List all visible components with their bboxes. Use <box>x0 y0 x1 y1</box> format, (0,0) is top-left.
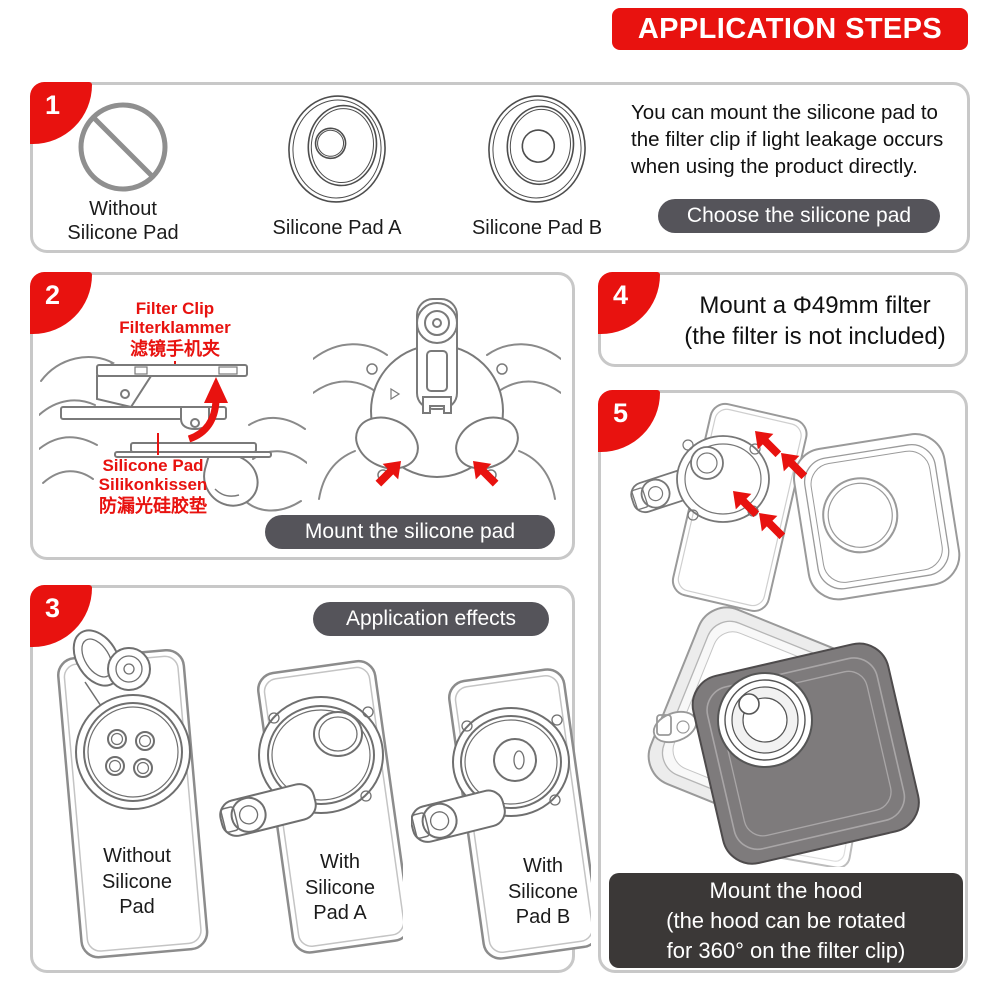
step2-panel: 2 Filter Clip Filterklammer 滤镜手机夹 <box>30 272 575 560</box>
mount-up-arrow <box>187 377 228 443</box>
phone1-label: Without Silicone Pad <box>57 844 217 921</box>
step5-badge: Mount the hood (the hood can be rotated … <box>609 873 963 968</box>
silicone-pad-pointer-line <box>157 433 159 455</box>
step5-badge-line2: (the hood can be rotated <box>666 908 906 933</box>
step1-badge: Choose the silicone pad <box>658 199 940 233</box>
filter-clip-cn: 滤镜手机夹 <box>130 339 220 359</box>
step4-text: Mount a Φ49mm filter (the filter is not … <box>665 290 965 352</box>
step1-description-line3: when using the product directly. <box>631 155 918 178</box>
pad-a-label: Silicone Pad A <box>272 217 402 239</box>
phone2-line3: Pad A <box>313 902 367 924</box>
page-title: APPLICATION STEPS <box>637 12 943 45</box>
step4-panel: 4 Mount a Φ49mm filter (the filter is no… <box>598 272 968 367</box>
phone1-line1: Without <box>103 845 171 867</box>
phone2-line2: Silicone <box>304 876 376 899</box>
step1-description: You can mount the silicone pad to the fi… <box>631 99 981 180</box>
press-pad-hands-illustration <box>313 298 561 500</box>
step2-number-badge: 2 <box>30 272 92 334</box>
hood-mount-arrows <box>733 431 808 540</box>
phone3-line2: Silicone <box>507 880 579 903</box>
phone2-label: With Silicone Pad A <box>260 850 420 927</box>
step1-description-line1: You can mount the silicone pad to <box>631 101 938 124</box>
without-pad-line1: Without <box>89 198 157 220</box>
step1-badge-label: Choose the silicone pad <box>686 204 912 227</box>
no-silicone-pad-icon <box>78 102 168 192</box>
without-pad-label: Without Silicone Pad <box>43 197 203 245</box>
filter-clip-en: Filter Clip <box>135 299 215 318</box>
silicone-pad-a-illustration <box>288 95 386 203</box>
page-title-banner: APPLICATION STEPS <box>612 8 968 50</box>
step2-badge: Mount the silicone pad <box>265 515 555 549</box>
phone2-line1: With <box>320 851 360 873</box>
mount-pad-hands-illustration <box>39 356 307 512</box>
step3-number: 3 <box>45 593 61 623</box>
step4-number-badge: 4 <box>598 272 660 334</box>
step5-number: 5 <box>613 398 629 428</box>
phone1-line3: Pad <box>119 896 155 918</box>
step3-badge-label: Application effects <box>345 607 517 630</box>
phone3-label: With Silicone Pad B <box>463 854 623 931</box>
step5-panel: 5 <box>598 390 968 973</box>
step5-badge-line1: Mount the hood <box>709 878 863 903</box>
step3-badge: Application effects <box>313 602 549 636</box>
silicone-pad-cn: 防漏光硅胶垫 <box>99 496 207 516</box>
silicone-pad-de: Silikonkissen <box>98 475 208 494</box>
filter-clip-callout: Filter Clip Filterklammer 滤镜手机夹 <box>85 299 265 360</box>
step2-badge-label: Mount the silicone pad <box>304 520 516 543</box>
phone-without-pad-illustration <box>57 629 209 959</box>
phone-with-pad-a-illustration <box>219 659 403 954</box>
filter-clip-de: Filterklammer <box>119 318 231 337</box>
silicone-pad-b-illustration <box>488 95 586 203</box>
silicone-pad-en: Silicone Pad <box>102 456 204 475</box>
step1-number: 1 <box>45 90 61 120</box>
pad-b-label: Silicone Pad B <box>471 217 603 239</box>
silicone-pad-callout: Silicone Pad Silikonkissen 防漏光硅胶垫 <box>63 456 243 517</box>
phone3-line3: Pad B <box>515 906 571 928</box>
hood-mounted-illustration <box>647 606 920 867</box>
step1-number-badge: 1 <box>30 82 92 144</box>
step2-number: 2 <box>45 280 61 310</box>
phone1-line2: Silicone <box>101 870 173 893</box>
step4-line1: Mount a Φ49mm filter <box>699 292 931 319</box>
phone3-line1: With <box>523 855 563 877</box>
step5-badge-line3: for 360° on the filter clip) <box>666 938 906 963</box>
mount-hood-exploded-illustration <box>630 402 961 612</box>
press-arrows <box>375 461 499 487</box>
step1-description-line2: the filter clip if light leakage occurs <box>631 128 944 151</box>
without-pad-line2: Silicone Pad <box>67 222 179 244</box>
step1-panel: 1 Without Silicone Pad Silicone Pad A Si… <box>30 82 970 253</box>
phone-with-pad-b-illustration <box>411 668 591 960</box>
step3-number-badge: 3 <box>30 585 92 647</box>
step3-panel: 3 Application effects Without <box>30 585 591 973</box>
step4-line2: (the filter is not included) <box>684 323 946 350</box>
step4-number: 4 <box>613 280 629 310</box>
